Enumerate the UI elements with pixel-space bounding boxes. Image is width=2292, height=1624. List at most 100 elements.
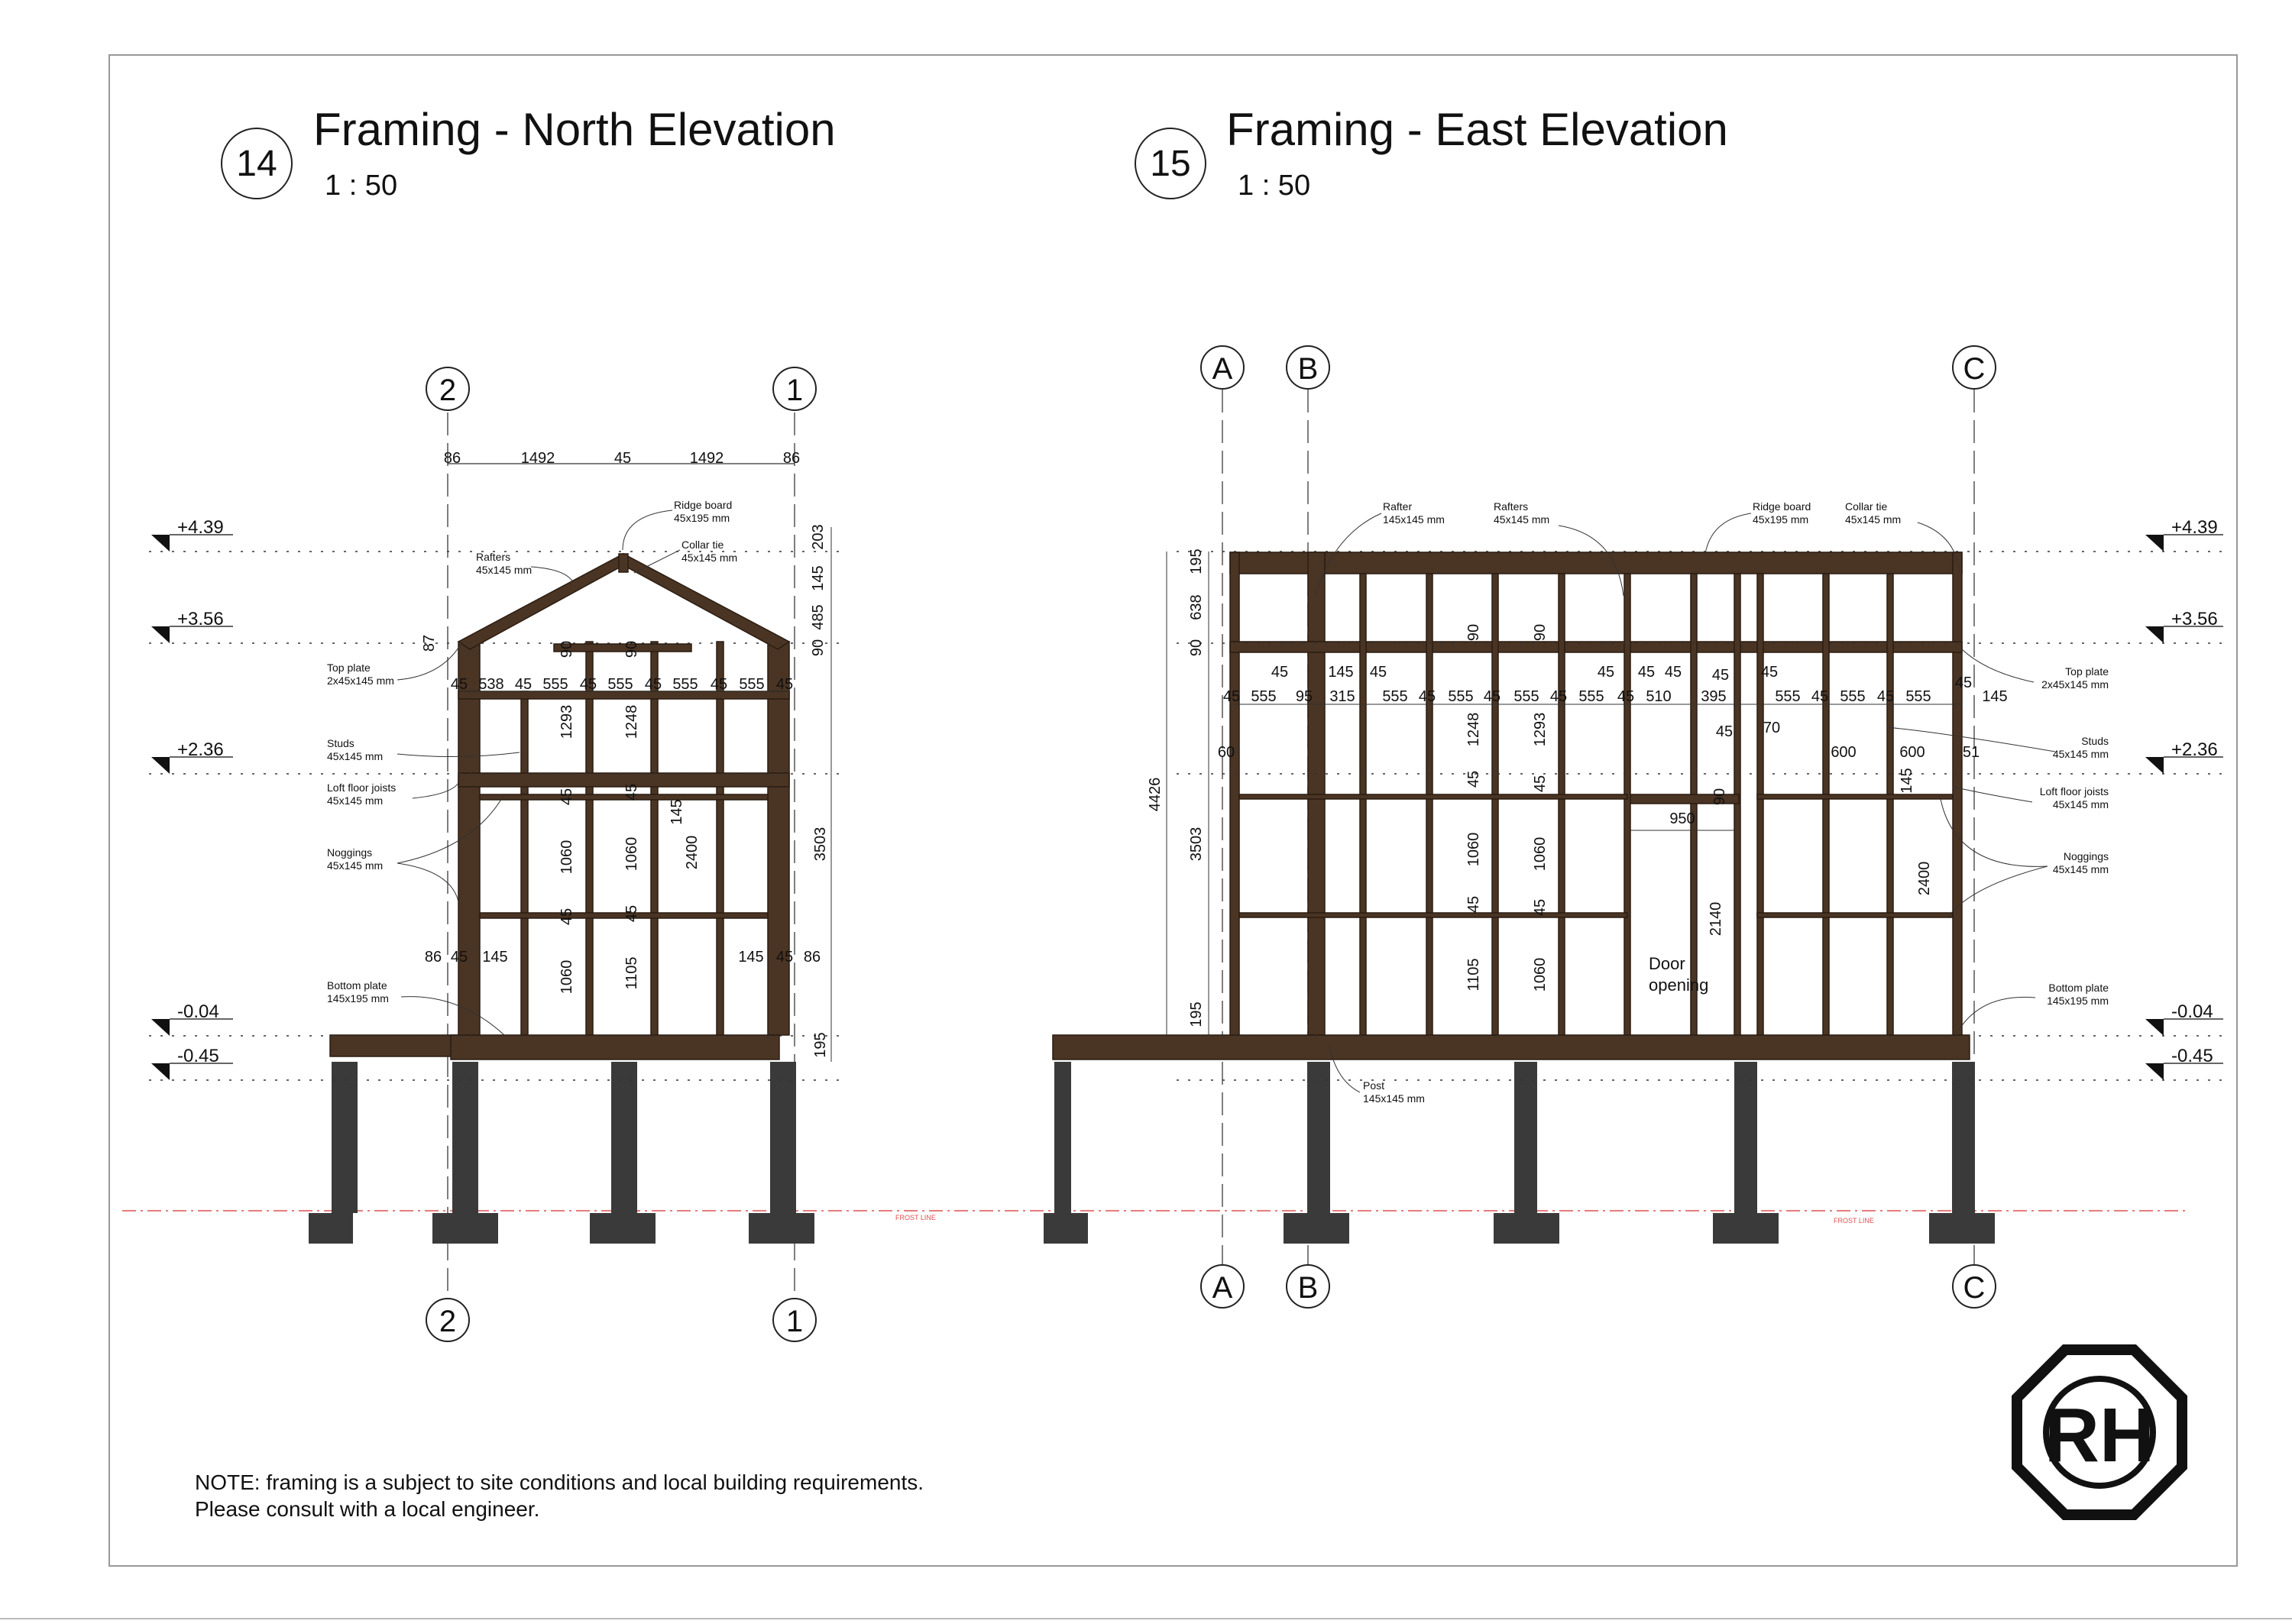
dimension-label: 45	[1761, 664, 1778, 681]
level-label: +3.56	[177, 609, 224, 629]
dimension-label: 86	[783, 450, 800, 467]
grid-label: C	[1963, 1271, 1986, 1305]
view-title: Framing - North Elevation	[313, 104, 836, 155]
dimension-label: 1248	[1465, 713, 1482, 747]
grid-label: A	[1212, 352, 1233, 386]
annotations: Ridge board 45x195 mm Collar tie 45x145 …	[327, 499, 737, 1036]
dimension-label: 950	[1669, 810, 1695, 827]
dimension-label: 2140	[1708, 902, 1724, 937]
dimension-label: 45	[623, 784, 640, 801]
dimension-label: 1060	[558, 840, 575, 875]
dimension-label: 555	[1513, 688, 1539, 705]
dimension-label: 45	[558, 788, 575, 805]
annotation: Studs	[2081, 735, 2109, 747]
dimension-label: 45	[451, 949, 468, 966]
dimension-label: 45	[1271, 664, 1288, 681]
annotation: Top plate	[2065, 665, 2109, 678]
level-label: -0.45	[2171, 1046, 2213, 1066]
dimension-label: 538	[478, 676, 503, 693]
east-elevation: A B C A B C	[1044, 345, 2223, 1309]
dimension-label: 45	[623, 905, 640, 922]
annotations: Rafter 145x145 mm Rafters 45x145 mm Ridg…	[1315, 500, 2109, 1105]
grid-bubble	[1200, 345, 1245, 390]
level-label: +4.39	[2171, 517, 2218, 538]
dimension-label: 145	[810, 565, 827, 590]
dimension-label: 90	[1532, 624, 1549, 641]
dimension-label: 2400	[684, 836, 701, 870]
annotation: Studs	[327, 737, 354, 749]
dimension-label: 555	[739, 676, 764, 693]
dimension-label: 3503	[1188, 827, 1205, 862]
dimension-label: 45	[776, 676, 793, 693]
annotation: 145x195 mm	[327, 992, 389, 1004]
dimension-label: 555	[1840, 688, 1865, 705]
dimension-label: 60	[1218, 744, 1235, 761]
concrete-piers	[309, 1062, 814, 1244]
dimension-label: 315	[1329, 688, 1355, 705]
dimension-label: 45	[580, 676, 597, 693]
annotation: Bottom plate	[2048, 982, 2109, 994]
annotation: 45x145 mm	[327, 859, 383, 872]
dimension-label: 45	[1532, 899, 1549, 916]
grid-bubble	[1286, 345, 1330, 390]
annotation: 145x145 mm	[1363, 1092, 1425, 1105]
dimension-label: 90	[1465, 624, 1482, 641]
note-line: Please consult with a local engineer.	[195, 1497, 539, 1521]
dimension-label: 95	[1296, 688, 1313, 705]
annotation: 2x45x145 mm	[327, 675, 394, 687]
annotation: Loft floor joists	[2040, 785, 2109, 797]
dimension-label: 1060	[1532, 958, 1549, 992]
dimension-label: 45	[1532, 775, 1549, 792]
annotation: Post	[1363, 1079, 1384, 1092]
dimension-label: 145	[668, 799, 685, 824]
grid-label: 1	[786, 1305, 803, 1338]
annotation: 45x145 mm	[681, 552, 737, 564]
dimension-label: 45	[776, 949, 793, 966]
dimension-label: 485	[810, 604, 827, 629]
dimension-label: 90	[623, 641, 640, 658]
view-number: 14	[236, 144, 277, 184]
dimension-label: 1293	[558, 705, 575, 739]
dimension-label: 86	[444, 450, 461, 467]
door-opening-label: Door	[1649, 954, 1685, 973]
annotation: 45x145 mm	[327, 794, 383, 807]
annotation: 45x195 mm	[1753, 513, 1808, 526]
annotation: 145x145 mm	[1383, 513, 1445, 526]
view-scale: 1 : 50	[1238, 170, 1310, 202]
dimension-label: 1060	[1465, 833, 1482, 867]
dimension-label: 45	[614, 450, 631, 467]
dimension-label: 1248	[623, 705, 640, 739]
rh-logo: RH	[2012, 1344, 2187, 1520]
dimension-label: 45	[1550, 688, 1567, 705]
dimension-label: 87	[421, 635, 438, 652]
dimension-label: 45	[1484, 688, 1500, 705]
annotation: Noggings	[327, 846, 372, 859]
grid-label: B	[1298, 352, 1319, 386]
dimension-label: 90	[1188, 639, 1205, 656]
dimension-label: 45	[1465, 771, 1482, 788]
timber-frame	[1052, 552, 1970, 1060]
annotation: Loft floor joists	[327, 781, 396, 794]
view-number: 15	[1150, 144, 1190, 184]
dimension-label: 555	[1448, 688, 1473, 705]
dimension-label: 145	[482, 949, 507, 966]
annotation: 45x145 mm	[2053, 863, 2109, 875]
dimension-label: 600	[1831, 744, 1856, 761]
dimension-label: 45	[1465, 896, 1482, 913]
level-markers: +4.39 +3.56 +2.36 -0.04 -0.45	[1177, 517, 2223, 1081]
dimension-label: 203	[810, 524, 827, 549]
view-number-circle	[221, 128, 293, 199]
grid-bubble	[772, 1298, 817, 1342]
annotation: 45x145 mm	[1494, 513, 1549, 526]
dimension-label: 1060	[623, 837, 640, 872]
dimension-label: 45	[711, 676, 727, 693]
view-title: Framing - East Elevation	[1226, 104, 1728, 155]
dimension-label: 195	[812, 1032, 829, 1057]
dimension-label: 45	[1877, 688, 1894, 705]
dimension-label: 1293	[1532, 713, 1549, 747]
annotation: Rafters	[1494, 500, 1528, 513]
grid-bubble	[1286, 1264, 1330, 1309]
annotation: Rafters	[476, 551, 510, 563]
level-label: -0.45	[177, 1046, 219, 1066]
